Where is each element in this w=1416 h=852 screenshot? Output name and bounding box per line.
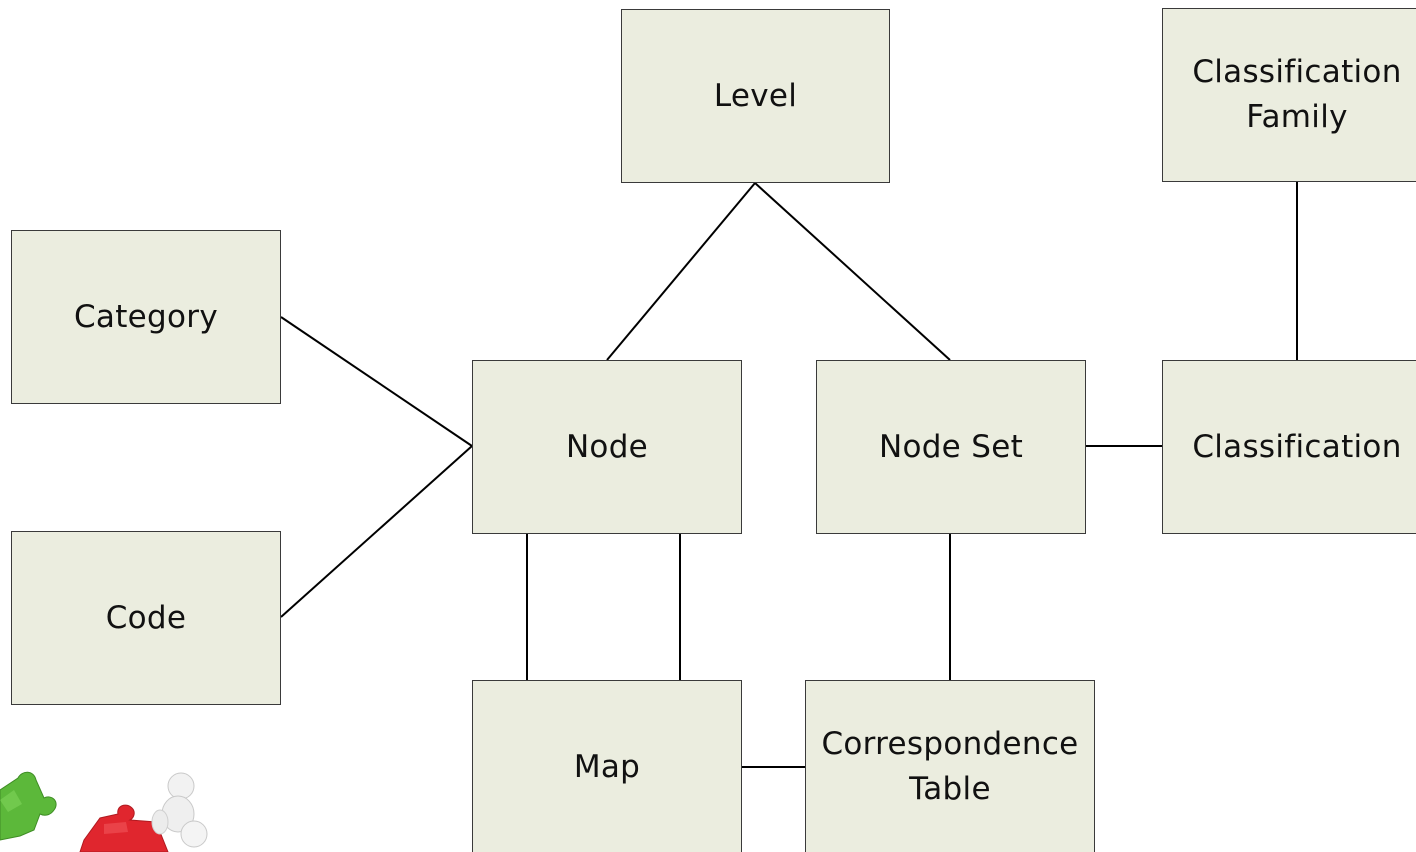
edge-level-node bbox=[606, 182, 756, 361]
category-box: Category bbox=[11, 230, 281, 404]
puzzle-figures-icon bbox=[0, 771, 208, 852]
classification-family-box: Classification Family bbox=[1162, 8, 1416, 182]
map-box: Map bbox=[472, 680, 742, 852]
category-label: Category bbox=[73, 298, 218, 335]
level-label: Level bbox=[713, 77, 798, 114]
edge-level-node-set bbox=[754, 182, 951, 361]
correspondence-table-box: Correspondence Table bbox=[805, 680, 1095, 852]
classification-family-label: Classification Family bbox=[1192, 54, 1402, 135]
correspondence-table-label: Correspondence Table bbox=[821, 726, 1079, 807]
level-box: Level bbox=[621, 9, 890, 183]
classification-label: Classification bbox=[1192, 428, 1402, 465]
node-set-box: Node Set bbox=[816, 360, 1086, 534]
map-label: Map bbox=[573, 748, 641, 785]
edge-code-node bbox=[280, 445, 473, 618]
node-set-label: Node Set bbox=[878, 428, 1024, 465]
node-box: Node bbox=[472, 360, 742, 534]
classification-box: Classification bbox=[1162, 360, 1416, 534]
edge-category-node bbox=[280, 316, 473, 447]
node-label: Node bbox=[565, 428, 649, 465]
code-box: Code bbox=[11, 531, 281, 705]
code-label: Code bbox=[105, 599, 187, 636]
